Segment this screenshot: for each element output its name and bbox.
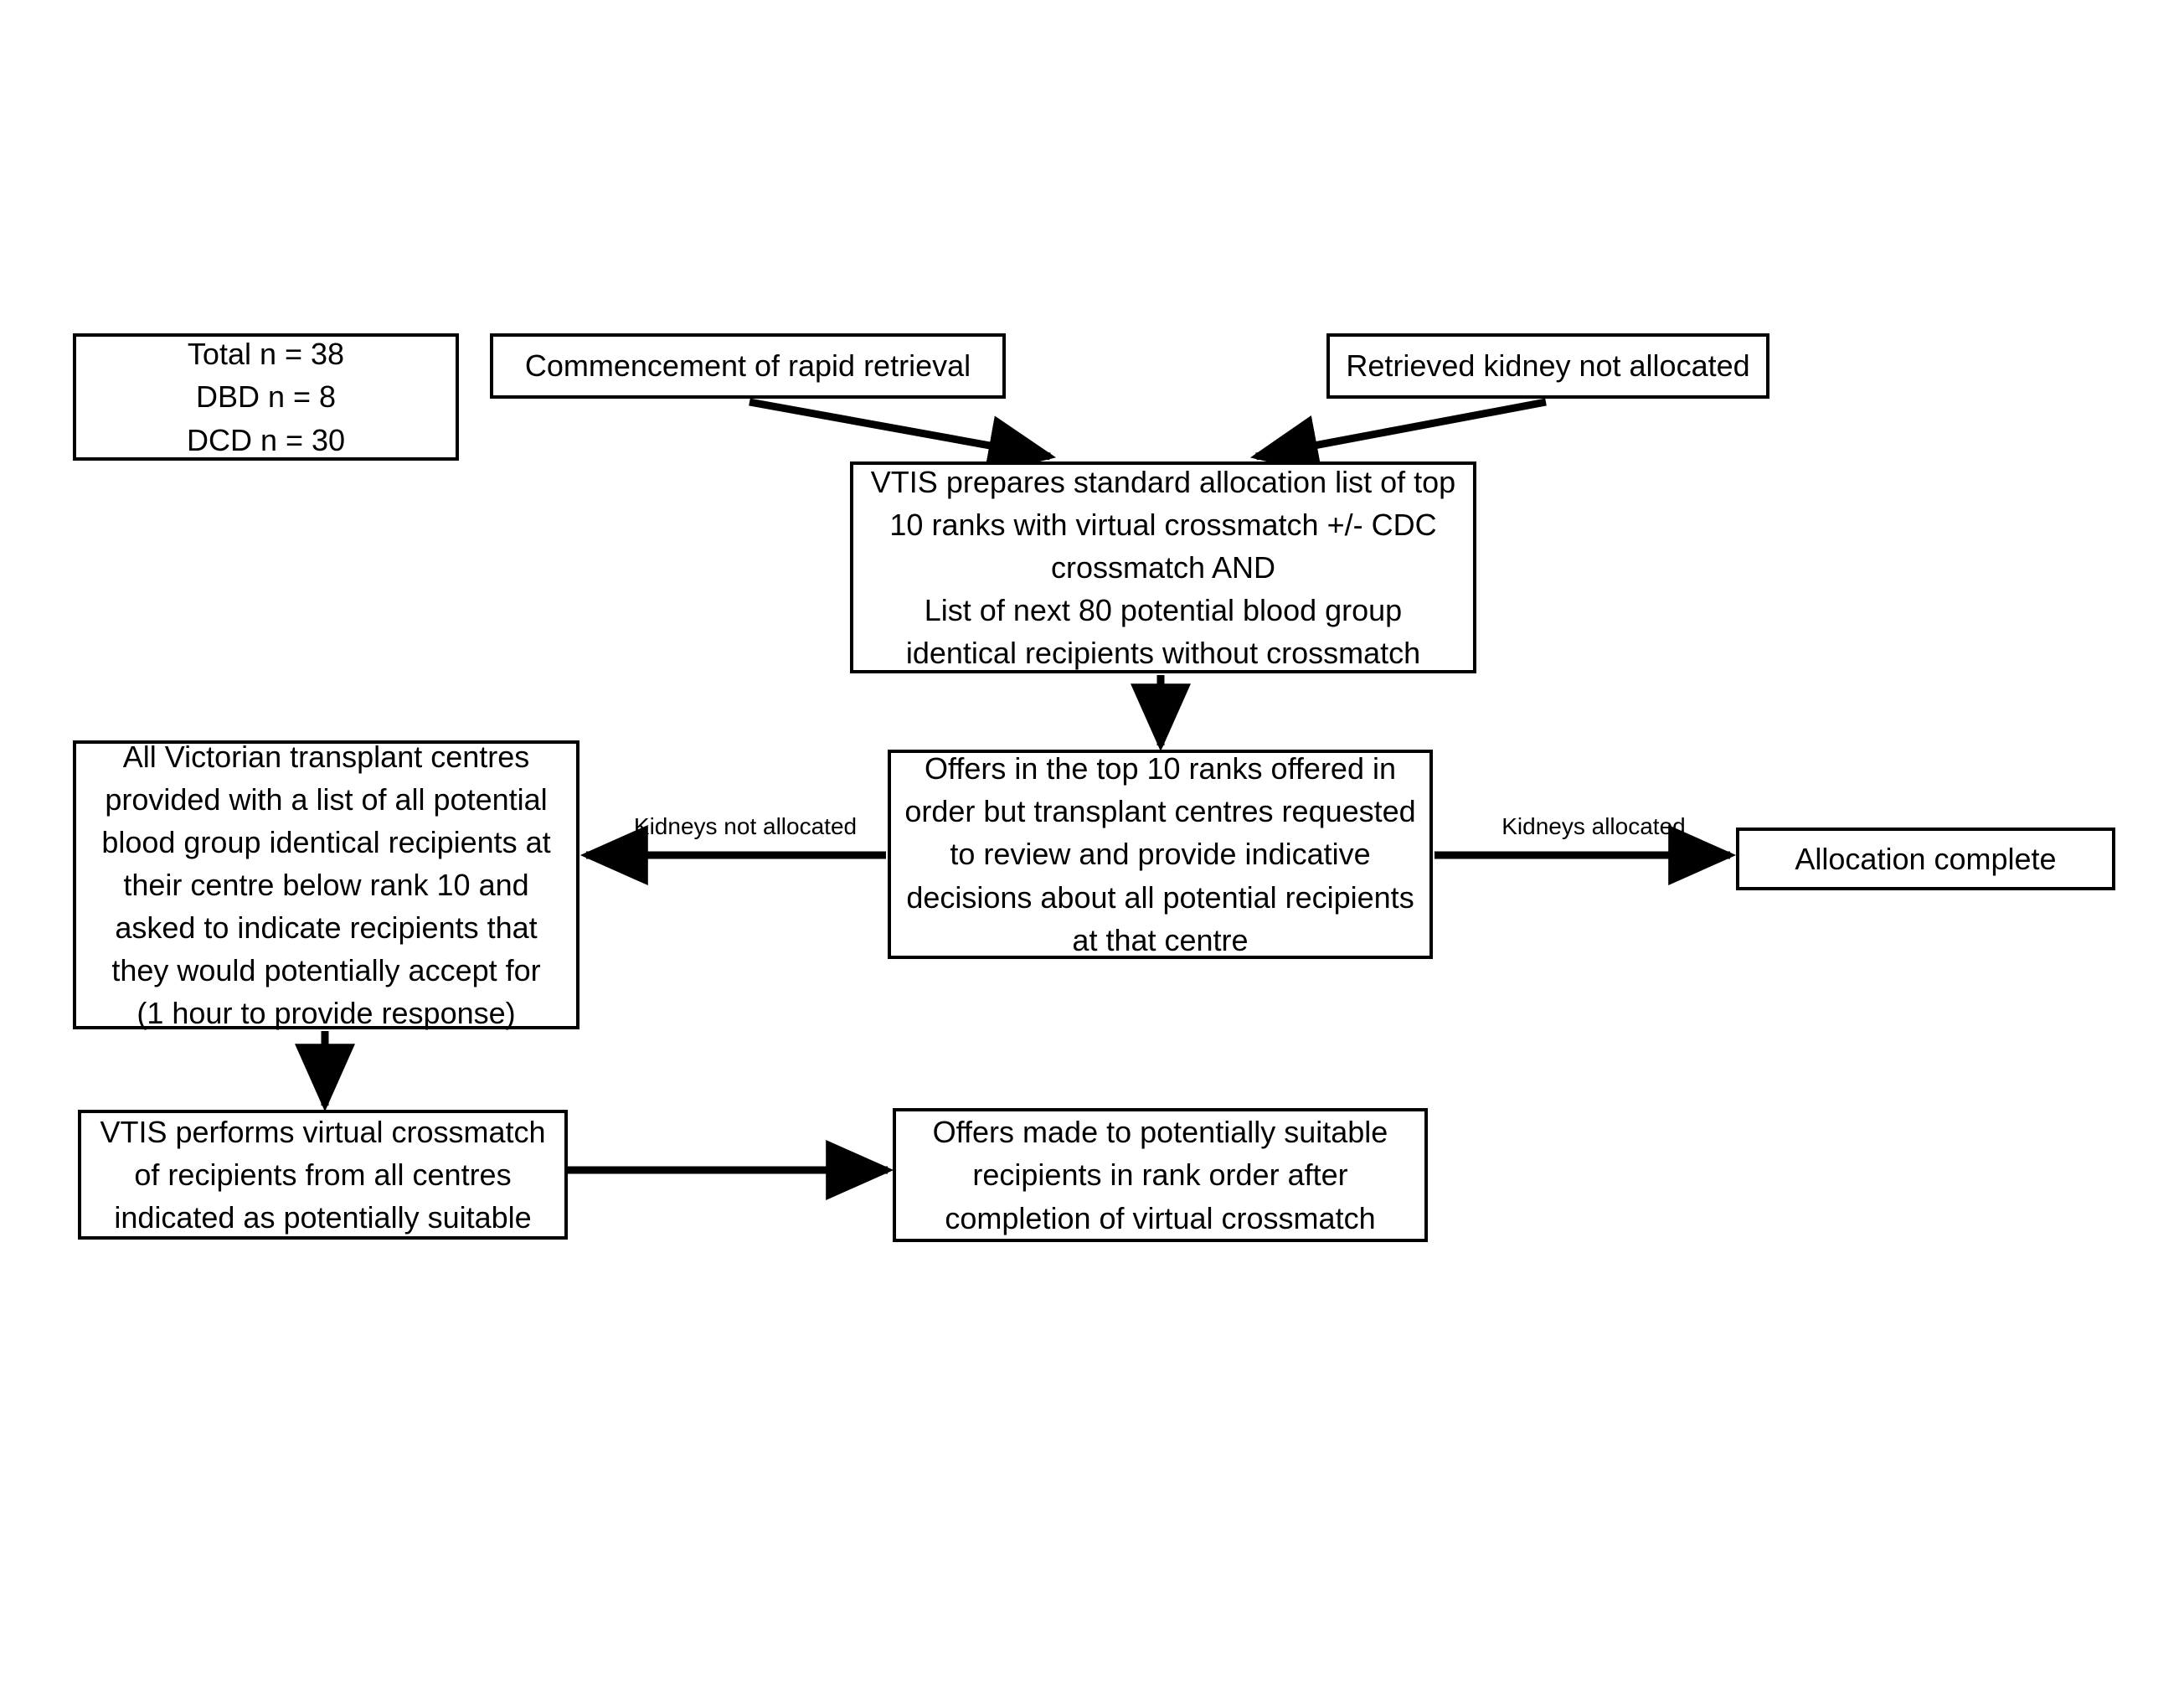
edge-retrieved-to-vtis	[1249, 398, 1547, 475]
edge-label-kidneys-allocated: Kidneys allocated	[1502, 813, 1686, 839]
node-offers-top-10-ranks: Offers in the top 10 ranks offered in or…	[888, 750, 1433, 959]
node-commencement-of-rapid-retrieval: Commencement of rapid retrieval	[490, 333, 1006, 399]
edge-label-kidneys-not-allocated: Kidneys not allocated	[633, 813, 858, 839]
node-all-victorian-transplant-centres: All Victorian transplant centres provide…	[73, 740, 579, 1030]
node-allocation-complete: Allocation complete	[1736, 828, 2115, 890]
node-retrieved-kidney-not-allocated: Retrieved kidney not allocated	[1326, 333, 1769, 399]
node-cohort-counts: Total n = 38 DBD n = 8 DCD n = 30	[73, 333, 459, 461]
node-vtis-prepares-allocation-list: VTIS prepares standard allocation list o…	[850, 461, 1476, 673]
node-offers-made-in-rank-order: Offers made to potentially suitable reci…	[893, 1108, 1428, 1242]
node-vtis-performs-virtual-crossmatch: VTIS performs virtual crossmatch of reci…	[78, 1110, 568, 1240]
edge-commencement-to-vtis	[749, 398, 1057, 476]
